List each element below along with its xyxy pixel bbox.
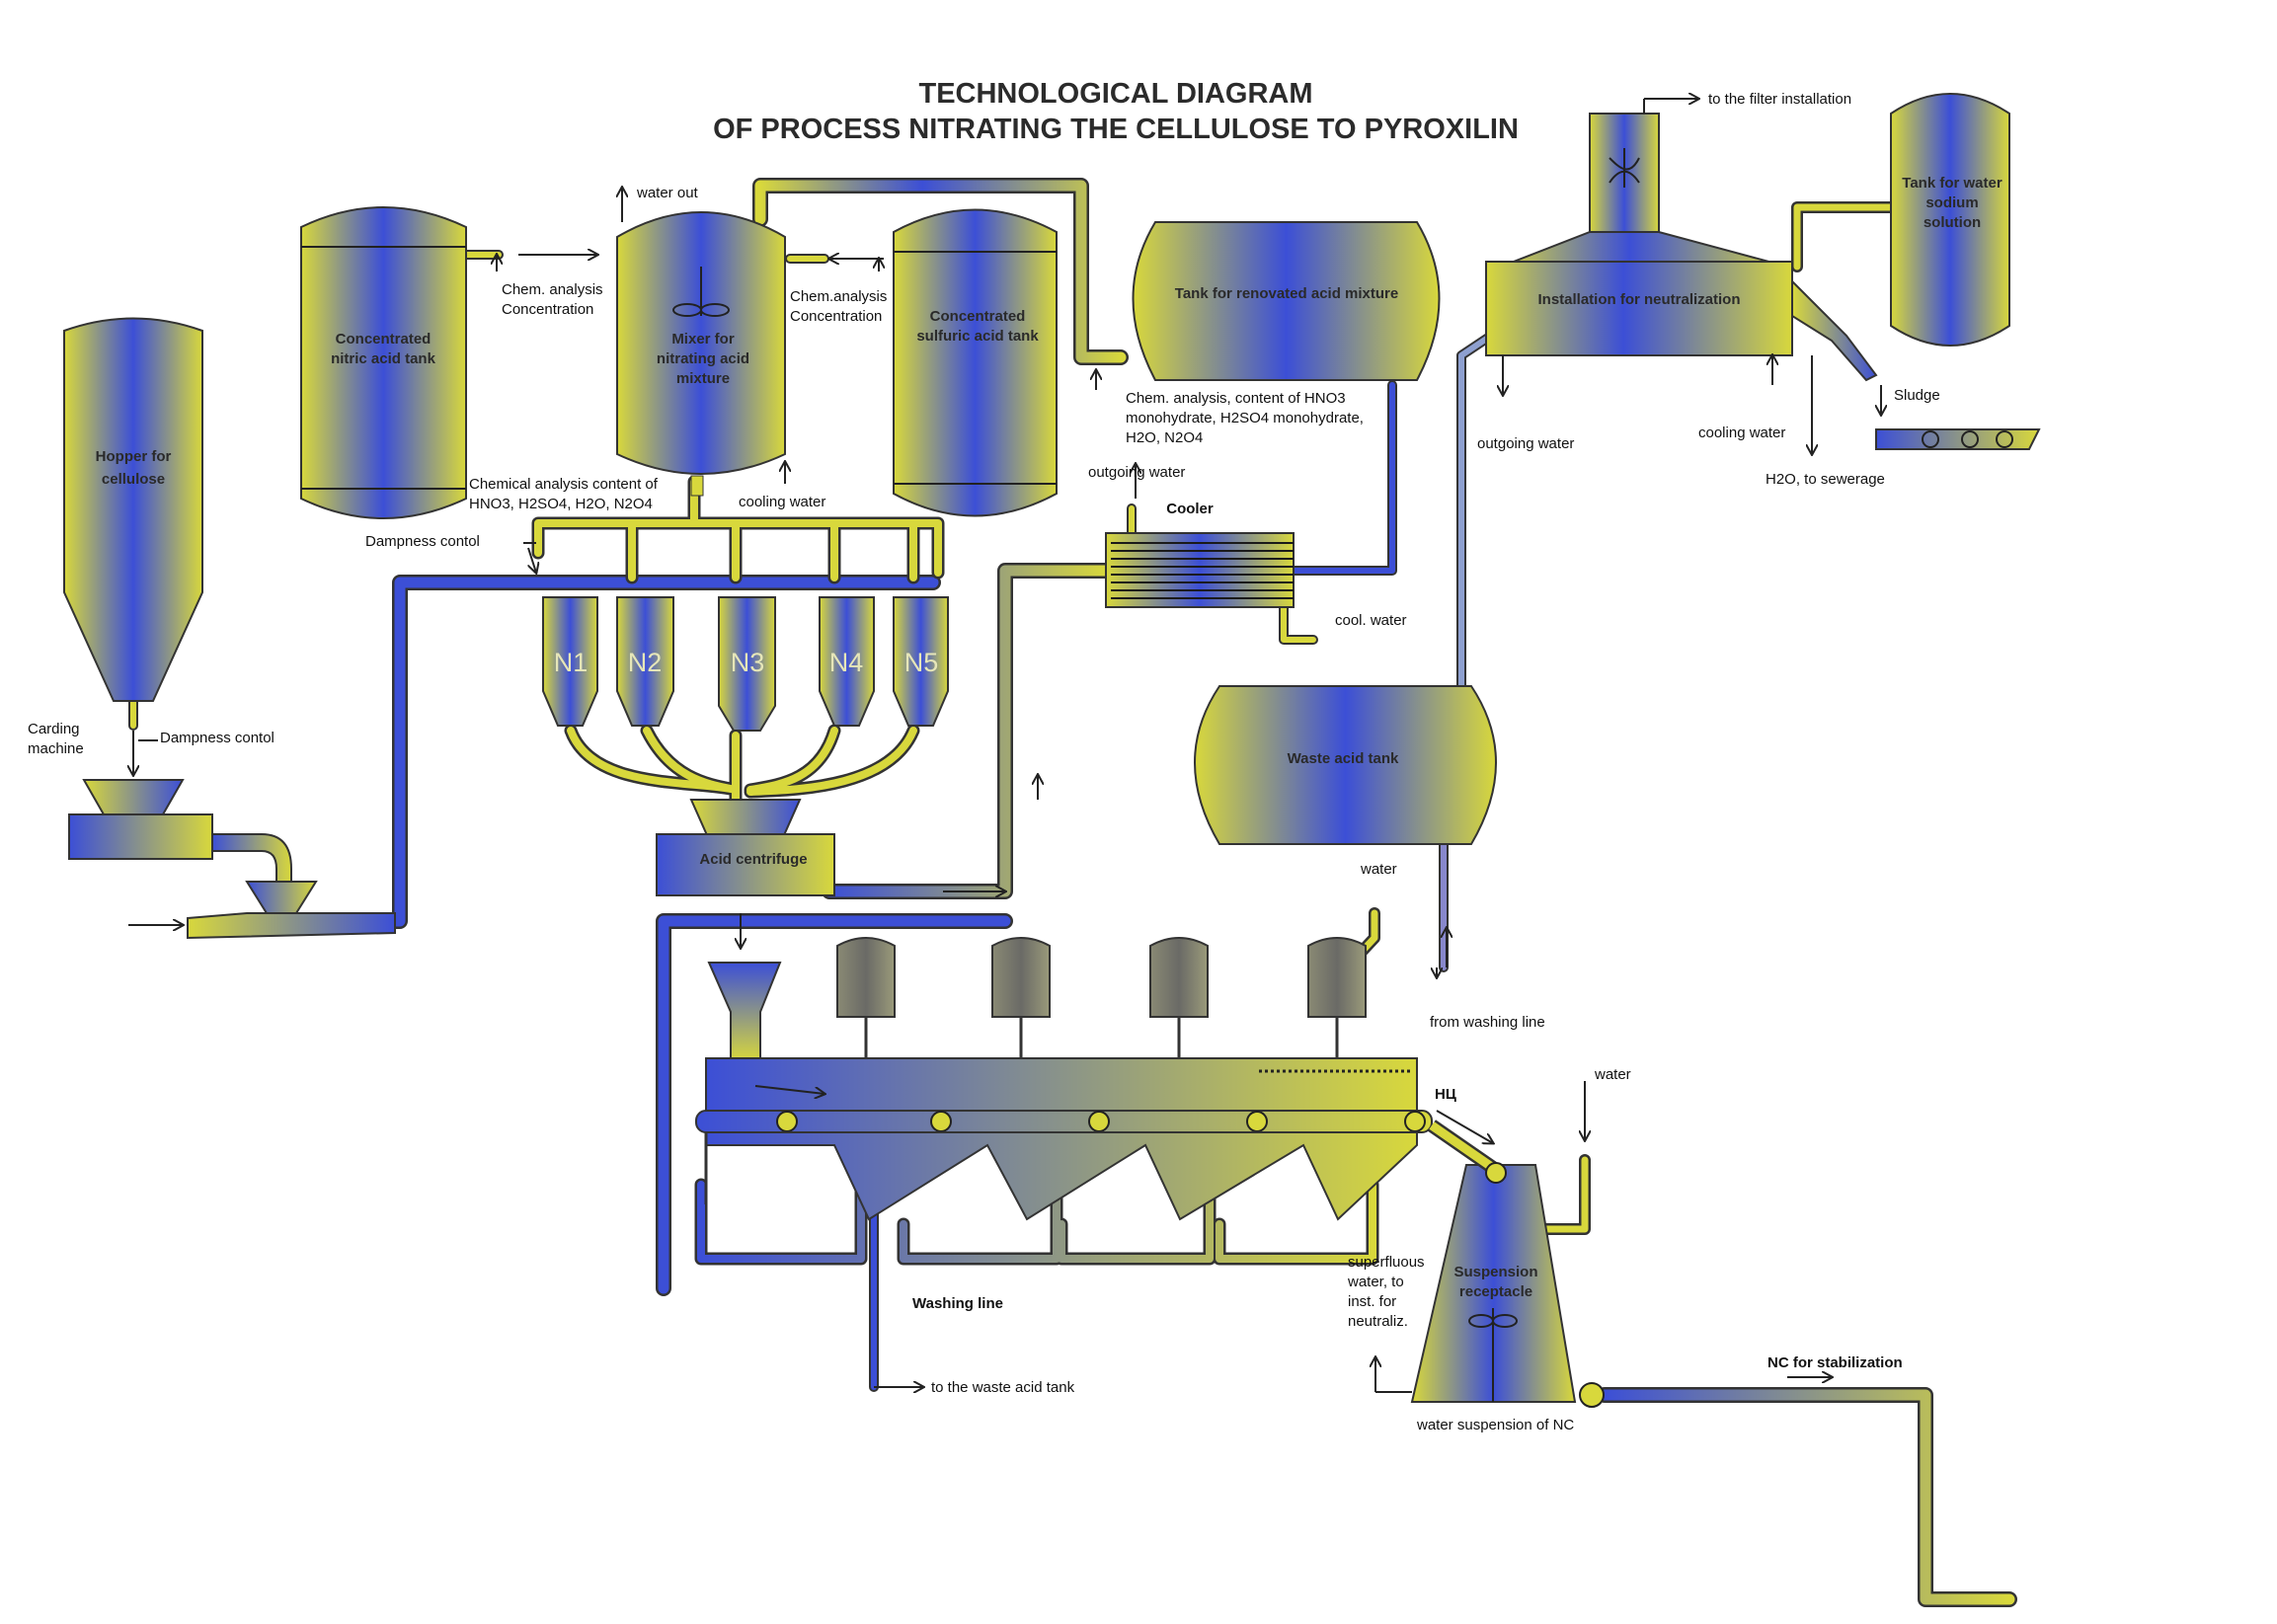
neutralization-installation: Installation for neutralization	[1485, 113, 1878, 382]
nitrator-label-n3: N3	[731, 648, 765, 677]
nc-mark-label: НЦ	[1435, 1086, 1456, 1103]
water-tank-label-2: sodium	[1925, 194, 1978, 211]
nitric-tank-label-2: nitric acid tank	[331, 350, 436, 367]
nitrator-label-n1: N1	[554, 648, 589, 677]
superfluous-label-2: water, to	[1347, 1274, 1404, 1290]
title-line-1: TECHNOLOGICAL DIAGRAM	[918, 78, 1312, 110]
nitrator-n3: N3	[718, 596, 776, 732]
nitric-tank-label-1: Concentrated	[336, 331, 432, 348]
arrows	[128, 99, 1881, 1393]
chem-renov-label-3: H2O, N2O4	[1126, 429, 1203, 446]
cooling-water-neut-label: cooling water	[1698, 425, 1785, 441]
neutralization-label: Installation for neutralization	[1537, 291, 1740, 308]
nitrators: N1 N2 N3 N4 N5	[542, 596, 949, 732]
nitrator-label-n5: N5	[904, 648, 939, 677]
nitrator-n2: N2	[616, 596, 674, 727]
hopper-label-2: cellulose	[102, 471, 165, 488]
labels: water out to the filter installation Che…	[28, 91, 1940, 1433]
mixer-label-1: Mixer for	[671, 331, 735, 348]
waste-acid-tank: Waste acid tank	[1194, 685, 1497, 845]
suspension-label-2: receptacle	[1459, 1283, 1532, 1300]
nitric-acid-tank: Concentrated nitric acid tank	[300, 206, 467, 519]
chem-left-label-1: Chem. analysis	[502, 281, 603, 298]
nc-stabilization-label: NC for stabilization	[1767, 1354, 1903, 1371]
carding-machine	[68, 779, 396, 940]
washing-line-label: Washing line	[912, 1295, 1003, 1312]
title-line-2: OF PROCESS NITRATING THE CELLULOSE TO PY…	[713, 114, 1519, 145]
hopper-cellulose: Hopper for cellulose	[63, 317, 203, 702]
chem-right-label-2: Concentration	[790, 308, 882, 325]
mixer-vessel: Mixer for nitrating acid mixture	[616, 211, 786, 497]
water-susp-label: water	[1594, 1066, 1631, 1083]
dampness-top-label: Dampness contol	[365, 533, 480, 550]
hopper-label-1: Hopper for	[96, 448, 172, 465]
chem-mixer-label-1: Chemical analysis content of	[469, 476, 659, 493]
cooler: Cooler	[1105, 501, 1295, 608]
chem-right-label-1: Chem.analysis	[790, 288, 887, 305]
sewerage-label: H2O, to sewerage	[1766, 471, 1885, 488]
nitrator-label-n4: N4	[829, 648, 864, 677]
sulfuric-acid-tank: Concentrated sulfuric acid tank	[893, 208, 1058, 517]
cooler-label: Cooler	[1166, 501, 1214, 517]
centrifuge-label: Acid centrifuge	[699, 851, 807, 868]
water-suspension-label: water suspension of NC	[1416, 1417, 1574, 1433]
mixer-label-2: nitrating acid	[657, 350, 749, 367]
outgoing-water-neut-label: outgoing water	[1477, 435, 1574, 452]
sludge-conveyor	[1875, 428, 2041, 450]
filter-label: to the filter installation	[1708, 91, 1851, 108]
sludge-label: Sludge	[1894, 387, 1940, 404]
dampness-bottom-label: Dampness contol	[160, 730, 275, 746]
cool-water-label: cool. water	[1335, 612, 1407, 629]
water-tank-label-1: Tank for water	[1902, 175, 2002, 192]
carding-label-2: machine	[28, 740, 84, 757]
washing-line: Washing line	[695, 937, 1433, 1312]
suspension-label-1: Suspension	[1453, 1264, 1537, 1280]
chem-renov-label-1: Chem. analysis, content of HNO3	[1126, 390, 1346, 407]
acid-centrifuge: Acid centrifuge	[656, 799, 835, 896]
suspension-receptacle: Suspension receptacle	[1410, 1120, 1605, 1408]
superfluous-label-3: inst. for	[1348, 1293, 1396, 1310]
from-washing-label: from washing line	[1430, 1014, 1545, 1031]
nitrator-n5: N5	[893, 596, 949, 727]
water-tank-label-3: solution	[1924, 214, 1981, 231]
chem-left-label-2: Concentration	[502, 301, 593, 318]
renovated-tank-label: Tank for renovated acid mixture	[1175, 285, 1398, 302]
outgoing-water-cooler-label: outgoing water	[1088, 464, 1185, 481]
nitrator-n4: N4	[819, 596, 875, 727]
nitrator-label-n2: N2	[628, 648, 663, 677]
cooling-water-mixer-label: cooling water	[739, 494, 825, 510]
waste-tank-label: Waste acid tank	[1288, 750, 1399, 767]
water-out-label: water out	[636, 185, 699, 201]
chem-mixer-label-2: HNO3, H2SO4, H2O, N2O4	[469, 496, 653, 512]
superfluous-label-1: superfluous	[1348, 1254, 1425, 1271]
superfluous-label-4: neutraliz.	[1348, 1313, 1408, 1330]
water-sodium-tank: Tank for water sodium solution	[1890, 93, 2010, 347]
nitrator-n1: N1	[542, 596, 598, 727]
mixer-label-3: mixture	[676, 370, 730, 387]
sulfuric-tank-label-1: Concentrated	[930, 308, 1026, 325]
carding-label-1: Carding	[28, 721, 80, 737]
to-waste-label: to the waste acid tank	[931, 1379, 1075, 1396]
water-washing-label: water	[1360, 861, 1397, 878]
sulfuric-tank-label-2: sulfuric acid tank	[916, 328, 1039, 345]
renovated-acid-tank: Tank for renovated acid mixture	[1132, 221, 1441, 381]
chem-renov-label-2: monohydrate, H2SO4 monohydrate,	[1126, 410, 1364, 426]
